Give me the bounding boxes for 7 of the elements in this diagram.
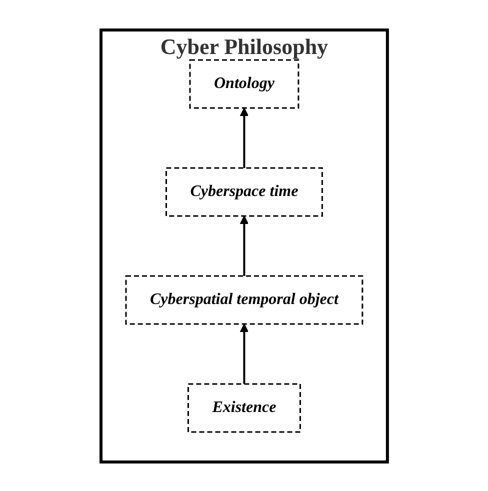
arrow xyxy=(240,323,248,384)
arrow xyxy=(240,215,248,276)
node-box: Cyberspace time xyxy=(165,166,323,216)
node-box: Ontology xyxy=(189,58,299,108)
node-box: Existence xyxy=(187,382,301,432)
node-box: Cyberspatial temporal object xyxy=(125,274,363,324)
arrow xyxy=(240,107,248,168)
